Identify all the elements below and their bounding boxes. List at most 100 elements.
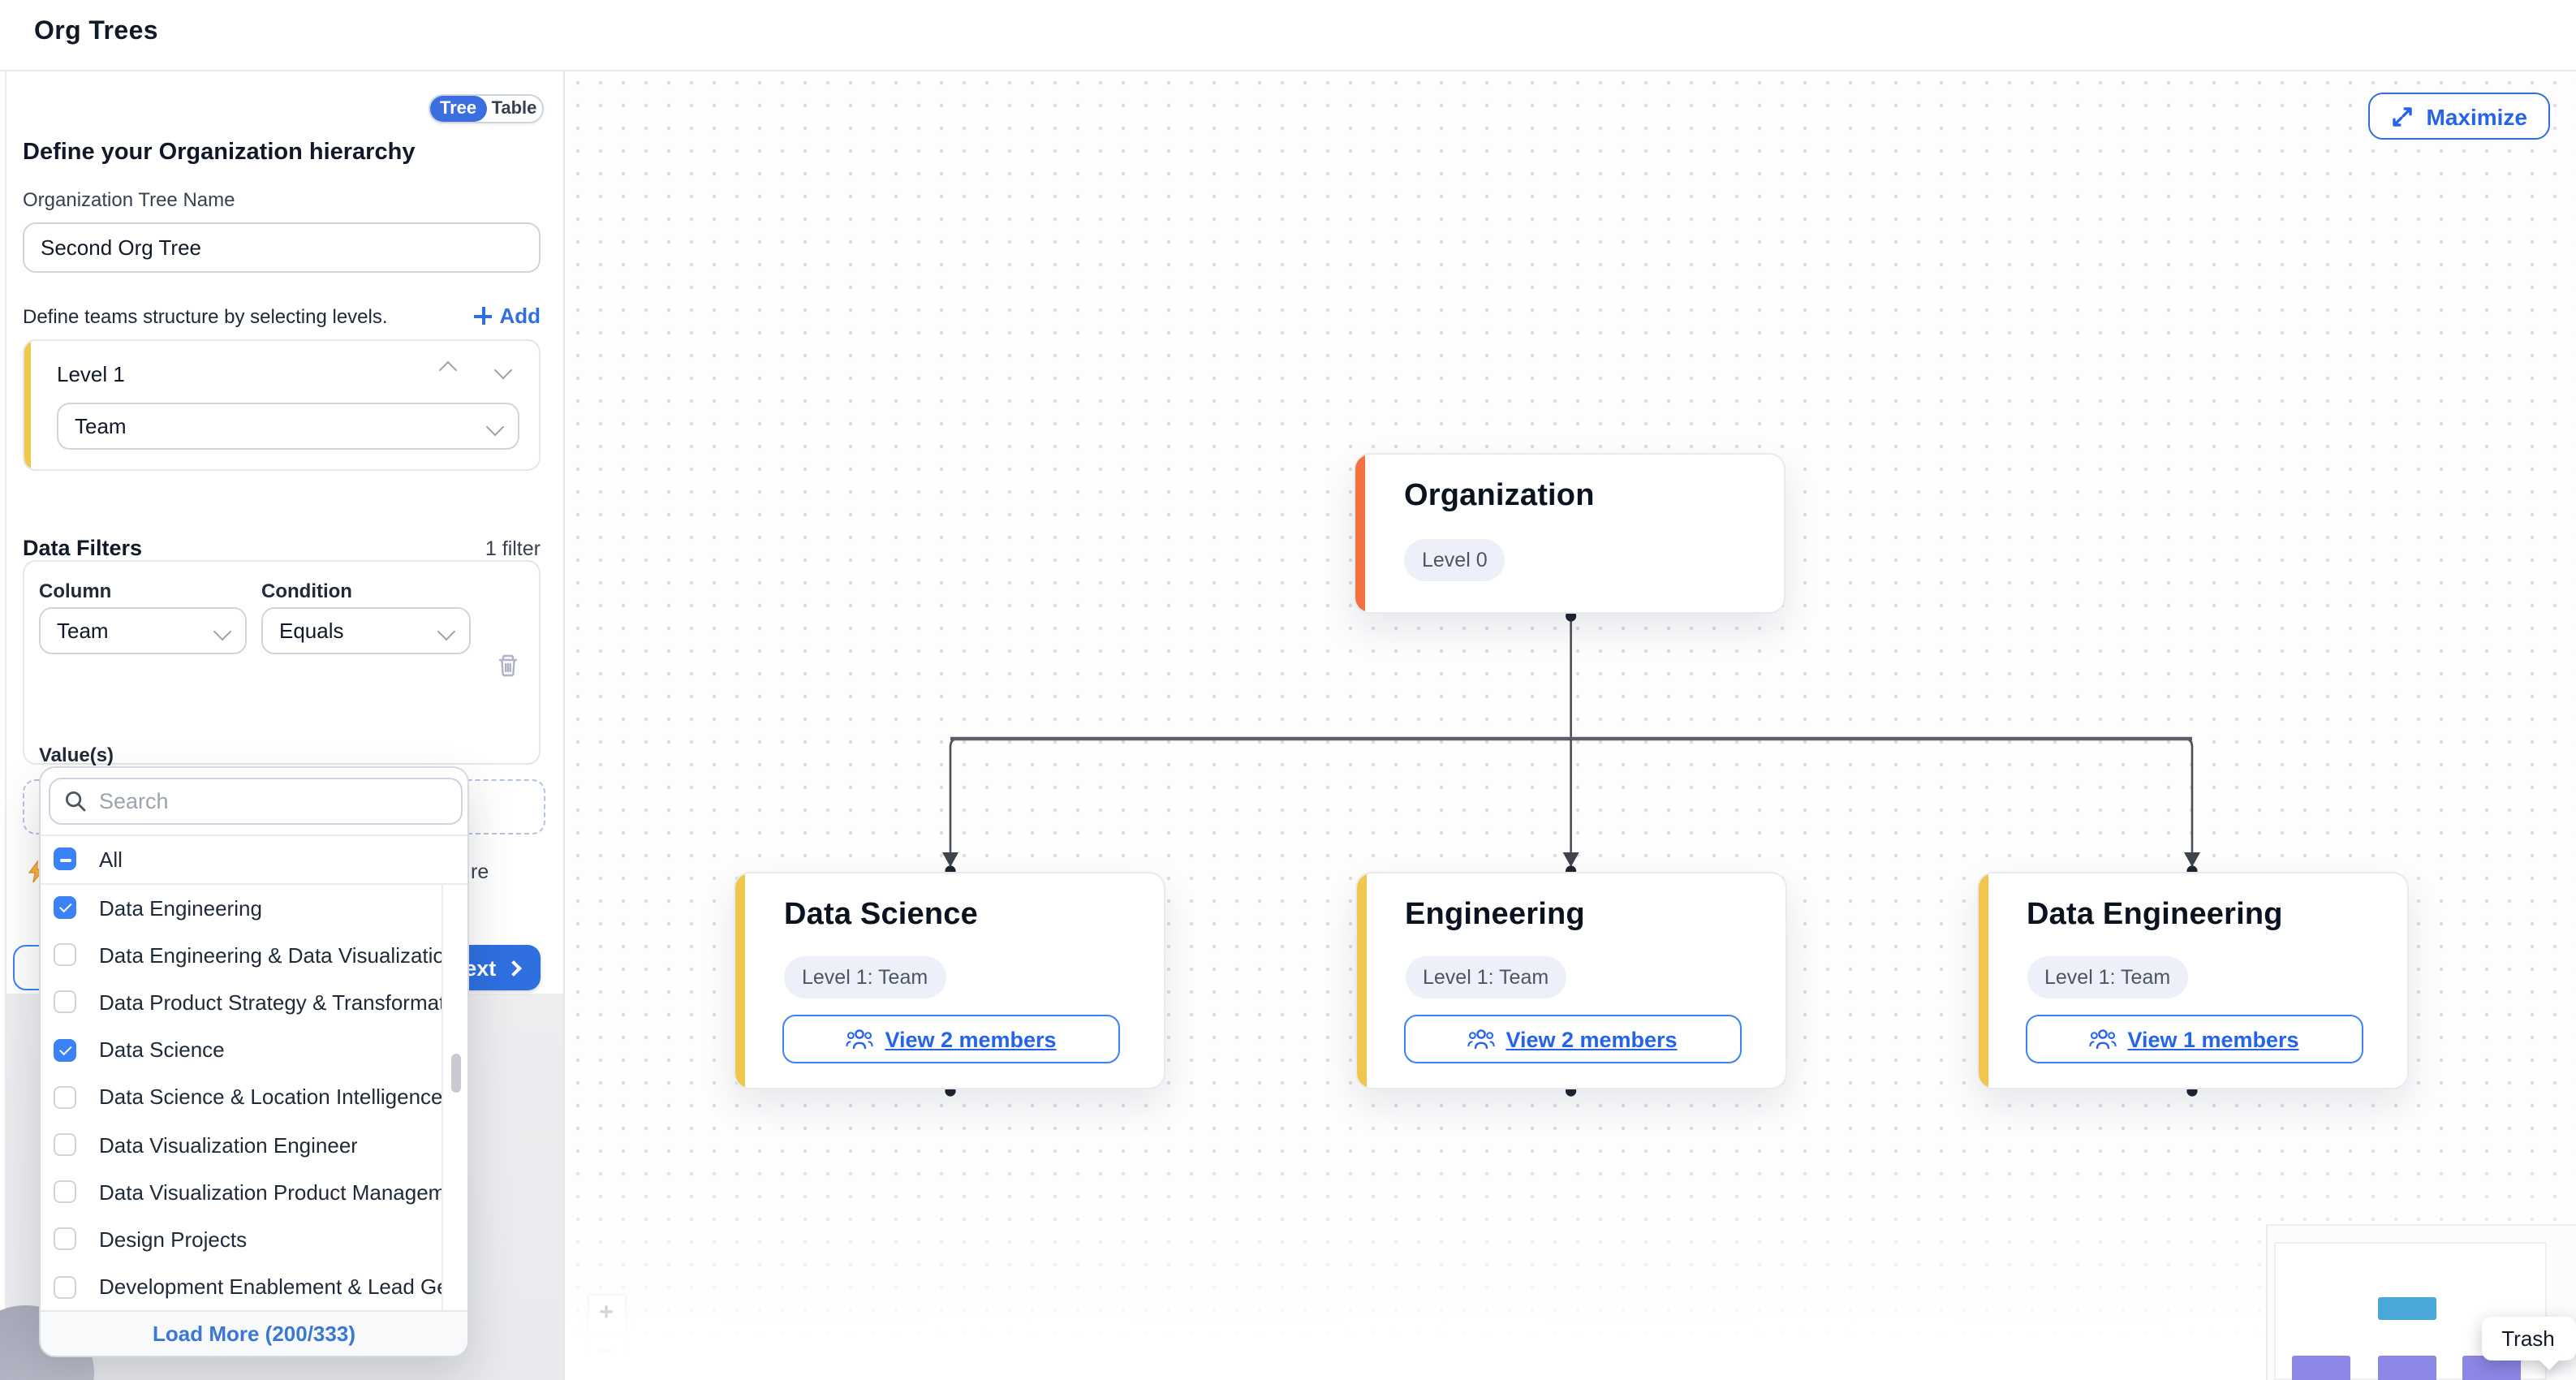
option-label: Data Visualization Engineer — [99, 1132, 358, 1158]
dropdown-option[interactable]: Development Enablement & Lead Ge... — [41, 1263, 442, 1310]
dropdown-scrollbar[interactable] — [451, 1054, 460, 1093]
view-members-button[interactable]: View 2 members — [782, 1015, 1120, 1063]
dropdown-search-input[interactable]: Search — [49, 778, 463, 825]
minimap-team-node — [2292, 1355, 2350, 1380]
filter-card: Column Condition Team Equals Value(s) — [23, 560, 541, 766]
view-members-label: View 1 members — [2127, 1027, 2299, 1051]
level-1-card: Level 1 Team — [23, 339, 541, 471]
dropdown-option[interactable]: Data Engineering & Data Visualization — [41, 931, 442, 978]
select-all-label: All — [99, 847, 123, 872]
divider — [41, 882, 467, 884]
option-label: Design Projects — [99, 1227, 248, 1252]
option-checkbox[interactable] — [54, 1180, 76, 1204]
node-level-badge: Level 1: Team — [784, 955, 946, 998]
select-all-checkbox[interactable] — [54, 847, 76, 871]
node-accent-bar — [1356, 873, 1366, 1088]
level-accent-bar — [24, 341, 31, 469]
page-title: Org Trees — [34, 18, 159, 45]
move-level-down-icon[interactable] — [493, 360, 513, 380]
dropdown-footer: Load More (200/333) — [41, 1310, 467, 1356]
node-title: Data Engineering — [2027, 897, 2283, 931]
option-label: Data Visualization Product Managem... — [99, 1179, 442, 1205]
dropdown-option[interactable]: Data Engineering — [41, 884, 442, 931]
search-icon — [66, 791, 86, 812]
dropdown-options-list: Data Engineering Data Engineering & Data… — [41, 884, 467, 1319]
data-filters-title: Data Filters — [23, 536, 143, 560]
tab-table-view[interactable]: Table — [491, 99, 537, 119]
node-level-badge: Level 0 — [1404, 538, 1506, 580]
members-icon — [846, 1029, 874, 1050]
org-tree-canvas[interactable]: Maximize Organization Level 0 Data Scien… — [566, 71, 2576, 1380]
chevron-down-icon — [485, 416, 505, 436]
option-checkbox[interactable] — [54, 1038, 76, 1062]
option-checkbox[interactable] — [54, 1227, 76, 1251]
top-header: Org Trees — [0, 0, 2576, 71]
trash-tooltip-label: Trash — [2501, 1326, 2555, 1350]
dropdown-option[interactable]: Data Science & Location Intelligence — [41, 1074, 442, 1121]
option-checkbox[interactable] — [54, 943, 76, 967]
node-level-badge: Level 1: Team — [1405, 955, 1567, 998]
trash-tooltip: Trash — [2481, 1316, 2575, 1369]
view-members-button[interactable]: View 2 members — [1403, 1015, 1741, 1063]
hierarchy-sidebar: Tree Table Define your Organization hier… — [0, 71, 564, 1380]
option-label: Data Product Strategy & Transformat... — [99, 990, 442, 1015]
view-toggle: Tree Table — [429, 94, 544, 123]
move-level-up-icon[interactable] — [438, 360, 458, 380]
tree-name-label: Organization Tree Name — [23, 188, 235, 211]
option-checkbox[interactable] — [54, 1133, 76, 1157]
org-root-node[interactable]: Organization Level 0 — [1354, 452, 1786, 613]
dropdown-option[interactable]: Design Projects — [41, 1216, 442, 1263]
team-node[interactable]: Engineering Level 1: Team View 2 members — [1355, 871, 1786, 1089]
plus-icon — [473, 307, 492, 325]
column-label: Column — [39, 580, 112, 602]
option-label: Data Science & Location Intelligence — [99, 1085, 442, 1110]
search-placeholder: Search — [99, 789, 169, 813]
filter-condition-value: Equals — [279, 619, 344, 643]
dropdown-option[interactable]: Data Visualization Engineer — [41, 1121, 442, 1168]
add-level-button[interactable]: Add — [473, 304, 541, 328]
tree-name-input[interactable]: Second Org Tree — [23, 222, 541, 273]
chevron-down-icon — [213, 621, 232, 640]
dropdown-option[interactable]: Data Science — [41, 1026, 442, 1073]
option-label: Data Science — [99, 1037, 225, 1063]
node-accent-bar — [735, 873, 745, 1088]
maximize-label: Maximize — [2426, 103, 2528, 129]
values-dropdown-panel: Search All Data Engineering Data Enginee… — [39, 766, 469, 1357]
add-level-label: Add — [499, 304, 541, 328]
filter-condition-select[interactable]: Equals — [261, 607, 471, 654]
chevron-down-icon — [437, 621, 456, 640]
team-node[interactable]: Data Science Level 1: Team View 2 member… — [734, 871, 1165, 1089]
select-all-option[interactable]: All — [41, 836, 467, 882]
dropdown-option[interactable]: Data Product Strategy & Transformat... — [41, 979, 442, 1026]
view-members-label: View 2 members — [885, 1027, 1057, 1051]
dropdown-option[interactable]: Data Visualization Product Managem... — [41, 1168, 442, 1215]
filter-count-badge: 1 filter — [485, 537, 541, 560]
list-border — [441, 884, 442, 1319]
sidebar-heading: Define your Organization hierarchy — [23, 140, 416, 166]
option-checkbox[interactable] — [54, 1085, 76, 1109]
chevron-right-icon — [505, 960, 522, 976]
delete-filter-icon[interactable] — [497, 653, 519, 679]
level-type-select[interactable]: Team — [57, 403, 519, 450]
minimap-root-node — [2378, 1297, 2436, 1320]
condition-label: Condition — [261, 580, 352, 602]
node-title: Organization — [1404, 478, 1595, 512]
load-more-link[interactable]: Load More (200/333) — [153, 1322, 355, 1346]
team-node[interactable]: Data Engineering Level 1: Team View 1 me… — [1976, 871, 2408, 1089]
node-title: Engineering — [1405, 897, 1585, 931]
members-icon — [1467, 1029, 1495, 1050]
level-title: Level 1 — [57, 362, 125, 386]
tab-tree-view[interactable]: Tree — [430, 96, 486, 122]
level-type-value: Team — [75, 414, 127, 438]
option-checkbox[interactable] — [54, 1275, 76, 1299]
filter-column-select[interactable]: Team — [39, 607, 247, 654]
maximize-button[interactable]: Maximize — [2367, 93, 2550, 140]
minimap-team-node — [2378, 1355, 2436, 1380]
option-label: Data Engineering — [99, 895, 262, 921]
option-checkbox[interactable] — [54, 990, 76, 1014]
hidden-text-fragment: re — [471, 860, 489, 883]
option-checkbox[interactable] — [54, 896, 76, 920]
divider — [41, 834, 467, 836]
view-members-button[interactable]: View 1 members — [2025, 1015, 2363, 1063]
